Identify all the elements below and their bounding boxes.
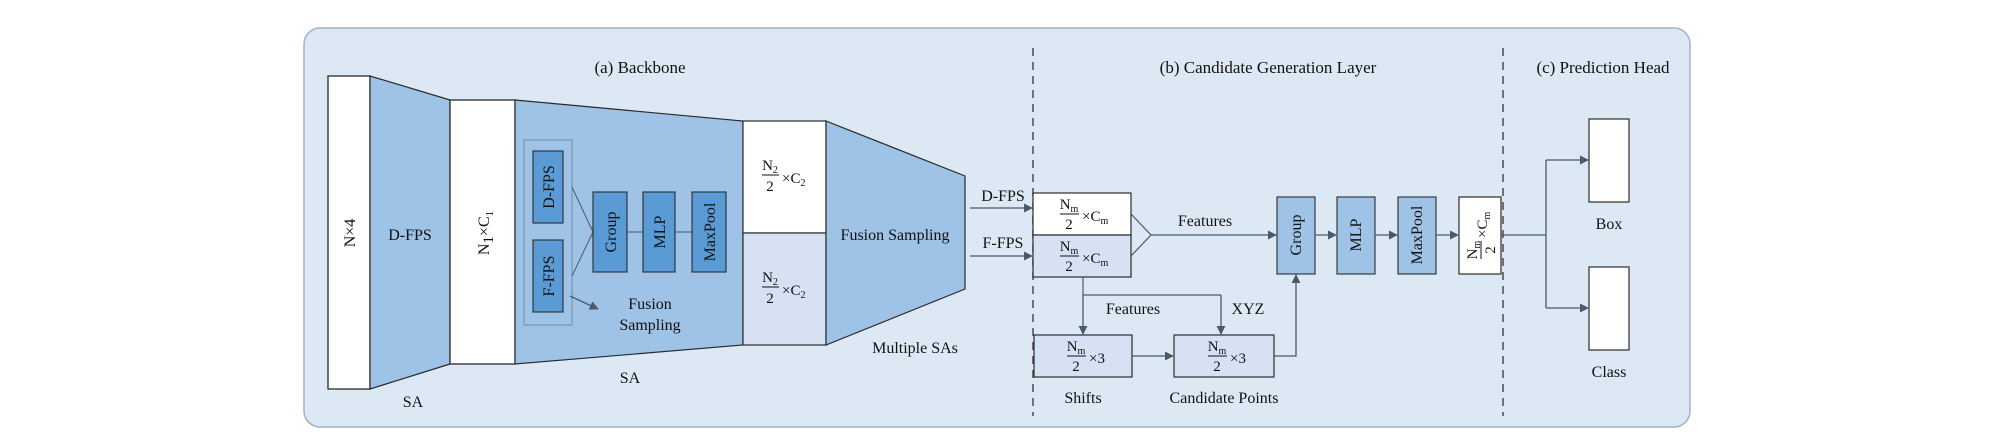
svg-text:Nm: Nm [1465,240,1483,259]
candidate-points-label: Candidate Points [1170,390,1279,407]
inner-ffps-block [532,239,564,313]
inner-dfps-block [532,150,564,224]
ffps-arrow-label: F-FPS [983,235,1024,252]
candidate-maxpool-label: MaxPool [1409,205,1426,264]
svg-text:2: 2 [766,179,774,195]
svg-text:2: 2 [1072,359,1080,375]
fanin-line-bottom [571,231,594,277]
svg-text:N2: N2 [762,158,778,176]
candidate-mlp-block [1336,196,1376,275]
section-title-backbone: (a) Backbone [594,58,685,77]
fusion-sampling-trapezoid [825,120,966,346]
svg-text:×Cm: ×Cm [1475,212,1493,238]
fm-block-top-label: Nm 2 ×Cm [1060,197,1109,233]
features-label-right: Features [1178,213,1232,230]
backbone-maxpool-block [691,191,727,273]
box-output-label: Box [1596,216,1623,233]
fm-block-top [1032,192,1132,236]
fm-block-bottom [1032,234,1132,278]
shifts-block-label: Nm 2 ×3 [1067,339,1105,375]
dfps-arrow-label: D-FPS [981,188,1025,205]
svg-text:Nm: Nm [1060,239,1079,257]
fusion-sampling-label-line1: Fusion [628,296,672,313]
input-block-label: N×4 [342,219,359,248]
backbone-maxpool-label: MaxPool [702,202,719,261]
inner-dfps-label: D-FPS [541,165,558,209]
svg-text:Nm: Nm [1060,197,1079,215]
svg-text:2: 2 [1065,259,1073,275]
feature-block-1 [449,99,516,365]
backbone-mlp-label: MLP [652,215,669,248]
sa-label-2: SA [620,370,641,387]
dfps-trapezoid-label: D-FPS [388,227,432,244]
features-label-down: Features [1106,301,1160,318]
box-output-block [1588,118,1630,203]
svg-text:×3: ×3 [1230,351,1246,367]
fusion-sampling-label-line2: Sampling [619,317,680,334]
svg-text:2: 2 [1065,217,1073,233]
backbone-group-block [592,191,628,273]
svg-text:×Cm: ×Cm [1082,251,1108,269]
fm-block-bottom-label: Nm 2 ×Cm [1060,239,1109,275]
sampling-group-box [523,139,573,326]
backbone-mlp-block [642,191,676,273]
section-title-prediction: (c) Prediction Head [1536,58,1670,77]
feature-block-2-bottom-label: N2 2 ×C2 [762,270,805,307]
svg-text:Nm: Nm [1067,339,1086,357]
svg-text:2: 2 [766,291,774,307]
svg-text:×Cm: ×Cm [1082,209,1108,227]
svg-text:×C2: ×C2 [782,283,805,301]
candidate-points-block-label: Nm 2 ×3 [1208,339,1246,375]
svg-text:Nm: Nm [1208,339,1227,357]
feature-block-1-label: N1×C1 [476,211,497,255]
input-block [327,75,371,390]
class-output-block [1588,266,1630,351]
fanin-line-top [571,186,594,233]
svg-text:2: 2 [1483,246,1499,254]
class-output-label: Class [1592,364,1627,381]
svg-text:×C2: ×C2 [782,171,805,189]
svg-text:N2: N2 [762,270,778,288]
sa-label-1: SA [403,394,424,411]
xyz-label: XYZ [1232,301,1265,318]
svg-text:2: 2 [1213,359,1221,375]
candidates-to-group-arrow [1274,274,1301,357]
backbone-group-label: Group [603,212,620,253]
fusion-sampling-trapezoid-label: Fusion Sampling [841,227,950,244]
feature-block-2-top [742,120,827,234]
svg-text:×3: ×3 [1089,351,1105,367]
section-title-candidate: (b) Candidate Generation Layer [1160,58,1377,77]
candidate-mlp-label: MLP [1348,218,1365,251]
inner-ffps-label: F-FPS [541,256,558,297]
feature-block-2-top-label: N2 2 ×C2 [762,158,805,195]
candidate-output-block [1458,196,1502,275]
fusion-sampling-arrow [569,295,599,310]
shifts-label: Shifts [1064,390,1101,407]
candidate-output-label: Nm 2 ×Cm [1465,212,1499,260]
multiple-sas-label: Multiple SAs [872,340,958,357]
candidate-group-label: Group [1288,215,1305,256]
